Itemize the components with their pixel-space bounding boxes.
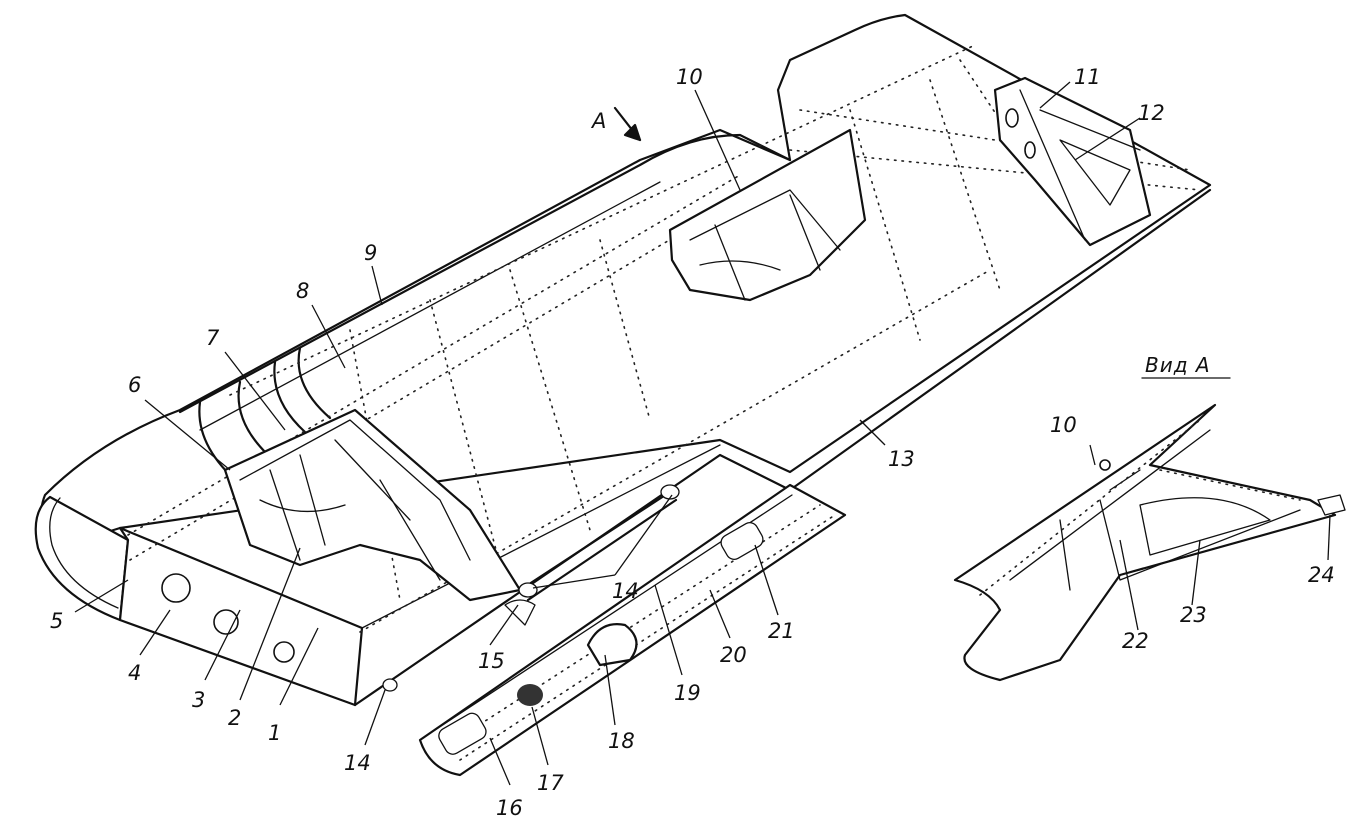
- view-title: Вид А: [1145, 353, 1211, 377]
- label-10: 10: [676, 65, 703, 89]
- label-14-lower: 14: [344, 751, 371, 775]
- root-rib-hole: [161, 573, 191, 603]
- fitting-17: [517, 684, 543, 706]
- leader-lines: [74, 81, 1331, 786]
- label-19: 19: [674, 681, 701, 705]
- label-23: 23: [1180, 603, 1207, 627]
- label-12: 12: [1138, 101, 1165, 125]
- label-24: 24: [1308, 563, 1335, 587]
- view-arrow-label: A: [590, 109, 606, 133]
- callout-labels: 1 2 3 4 5 6 7 8 9 10 11 12 13 14 14 15 1…: [50, 65, 1335, 820]
- label-22: 22: [1122, 629, 1149, 653]
- label-14-upper: 14: [612, 579, 639, 603]
- label-9: 9: [364, 241, 377, 265]
- label-10-view-a: 10: [1050, 413, 1077, 437]
- label-4: 4: [128, 661, 141, 685]
- view-a-detail: [953, 403, 1346, 682]
- flap-strip: [382, 483, 847, 777]
- pin-24: [1317, 494, 1346, 516]
- label-16: 16: [496, 796, 523, 820]
- label-13: 13: [888, 447, 915, 471]
- label-20: 20: [720, 643, 747, 667]
- label-1: 1: [268, 721, 281, 745]
- label-21: 21: [768, 619, 795, 643]
- label-7: 7: [206, 326, 220, 350]
- label-2: 2: [228, 706, 241, 730]
- bracket-18: [586, 623, 638, 667]
- label-6: 6: [128, 373, 141, 397]
- root-rib-hole: [273, 641, 295, 663]
- label-5: 5: [50, 609, 63, 633]
- label-3: 3: [192, 688, 205, 712]
- label-11: 11: [1074, 65, 1101, 89]
- root-rib-hole: [213, 609, 239, 635]
- label-15: 15: [478, 649, 505, 673]
- label-18: 18: [608, 729, 635, 753]
- label-8: 8: [296, 279, 309, 303]
- label-17: 17: [537, 771, 564, 795]
